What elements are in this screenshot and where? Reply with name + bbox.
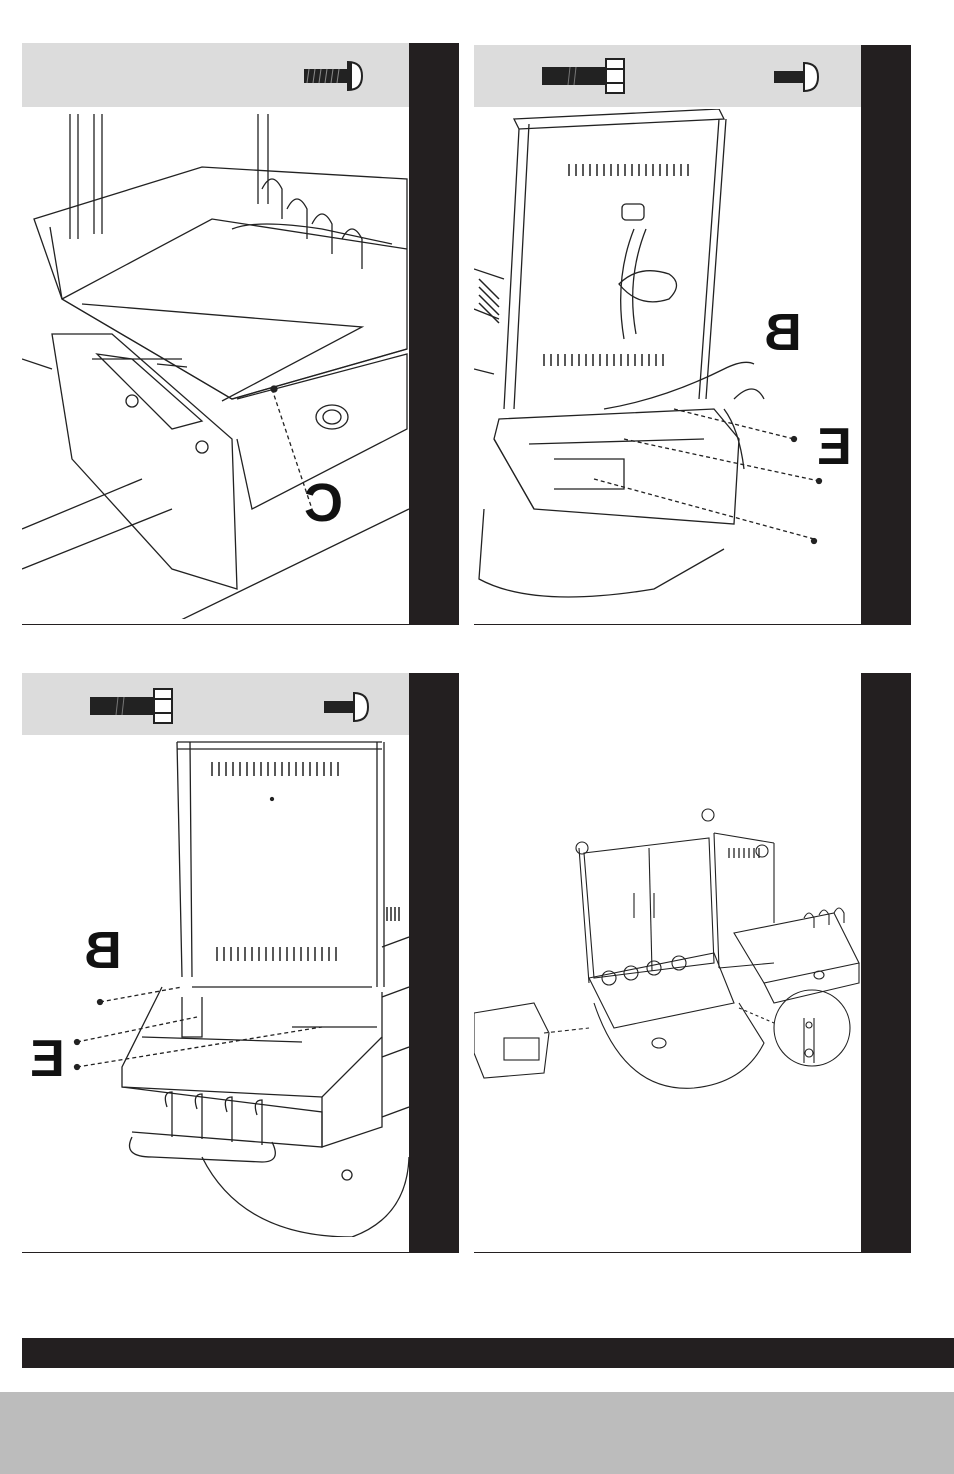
step-panel-2: B E <box>474 45 911 625</box>
panel-rule <box>22 624 459 625</box>
side-bar <box>409 673 459 1253</box>
step-panel-3: B E <box>22 673 459 1253</box>
long-bolt-icon <box>88 685 178 732</box>
callout-e: E <box>30 1033 65 1085</box>
callout-b: B <box>84 925 122 977</box>
footer-band <box>0 1392 954 1474</box>
short-bolt-icon <box>304 59 364 98</box>
grill-overview-drawing <box>474 803 861 1103</box>
step-panel-1: C <box>22 43 459 625</box>
short-bolt-icon <box>324 691 372 728</box>
side-bar <box>861 673 911 1253</box>
panel-rule <box>474 624 911 625</box>
side-bar <box>409 43 459 625</box>
panel-rule <box>22 1252 459 1253</box>
side-burner-drawing <box>474 109 861 609</box>
long-bolt-icon <box>540 55 630 102</box>
callout-b: B <box>764 307 802 359</box>
side-bar <box>861 45 911 625</box>
side-shelf-bracket-drawing <box>22 737 409 1237</box>
panel-rule <box>474 1252 911 1253</box>
callout-c: C <box>304 476 343 530</box>
callout-e: E <box>817 421 852 473</box>
side-shelf-drawing <box>22 109 409 619</box>
step-panel-4 <box>474 673 911 1253</box>
short-bolt-icon <box>774 61 822 98</box>
footer-bar <box>22 1338 954 1368</box>
